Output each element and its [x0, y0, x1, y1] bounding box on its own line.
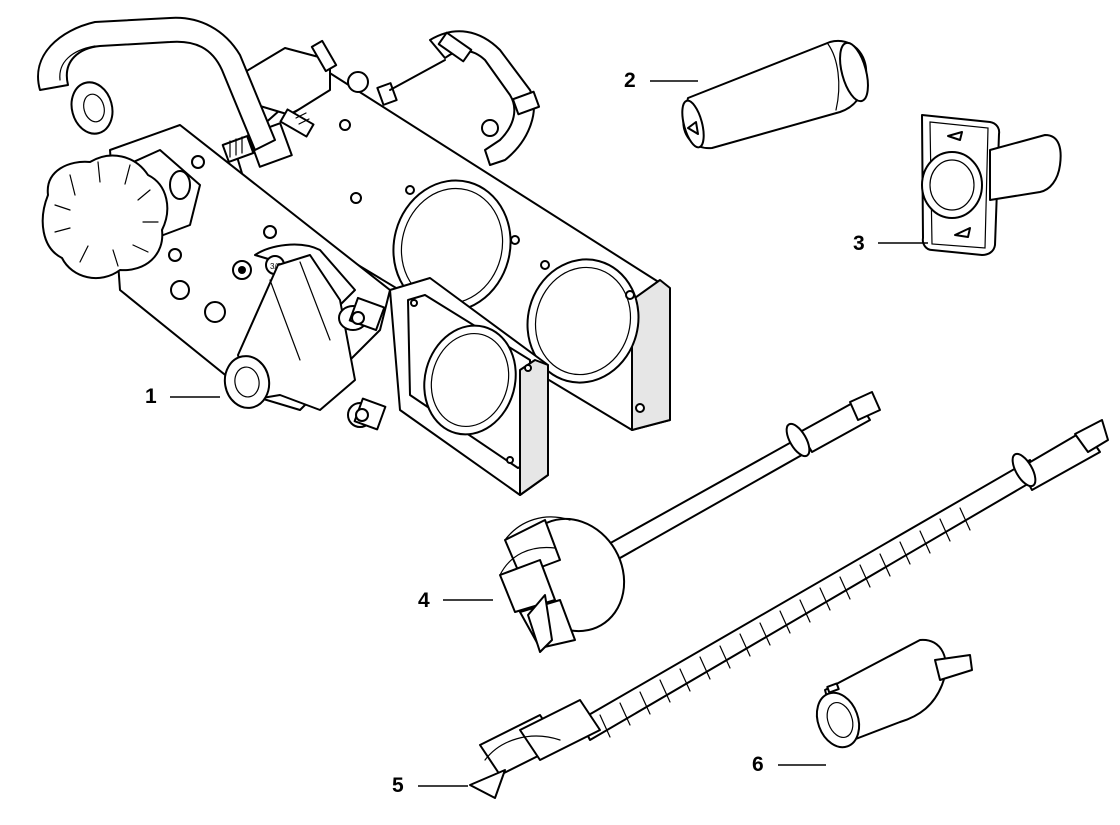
- bolt-stamp: 3/8: [270, 262, 282, 271]
- callout-number: 6: [752, 753, 764, 776]
- callout-number: 5: [392, 774, 404, 797]
- auger-bit-short-cutter: [499, 391, 881, 653]
- side-guide-loop: [347, 30, 541, 166]
- rear-guide-plate: [234, 69, 671, 431]
- auger-bit-long-thread: [469, 419, 1109, 799]
- callout-4: 4: [418, 589, 493, 612]
- callout-number: 2: [624, 69, 636, 92]
- bushing-plate: [921, 114, 1062, 256]
- callout-5: 5: [392, 774, 468, 797]
- callout-1: 1: [145, 385, 220, 408]
- bushing-mount: [223, 254, 387, 431]
- bushing-collar: [815, 638, 973, 749]
- callout-number: 4: [418, 589, 430, 612]
- callout-number: 3: [853, 232, 865, 255]
- centering-pin-sleeve: [681, 39, 869, 150]
- handle: [37, 16, 276, 151]
- callout-6: 6: [752, 753, 826, 776]
- callout-2: 2: [624, 69, 698, 92]
- clamp-bracket: [221, 39, 338, 168]
- front-guide-frame: [389, 277, 549, 496]
- callout-3: 3: [853, 232, 928, 255]
- drill-guide-jig: 3/8: [37, 16, 671, 496]
- callout-number: 1: [145, 385, 157, 408]
- adjustment-knob: [41, 149, 201, 279]
